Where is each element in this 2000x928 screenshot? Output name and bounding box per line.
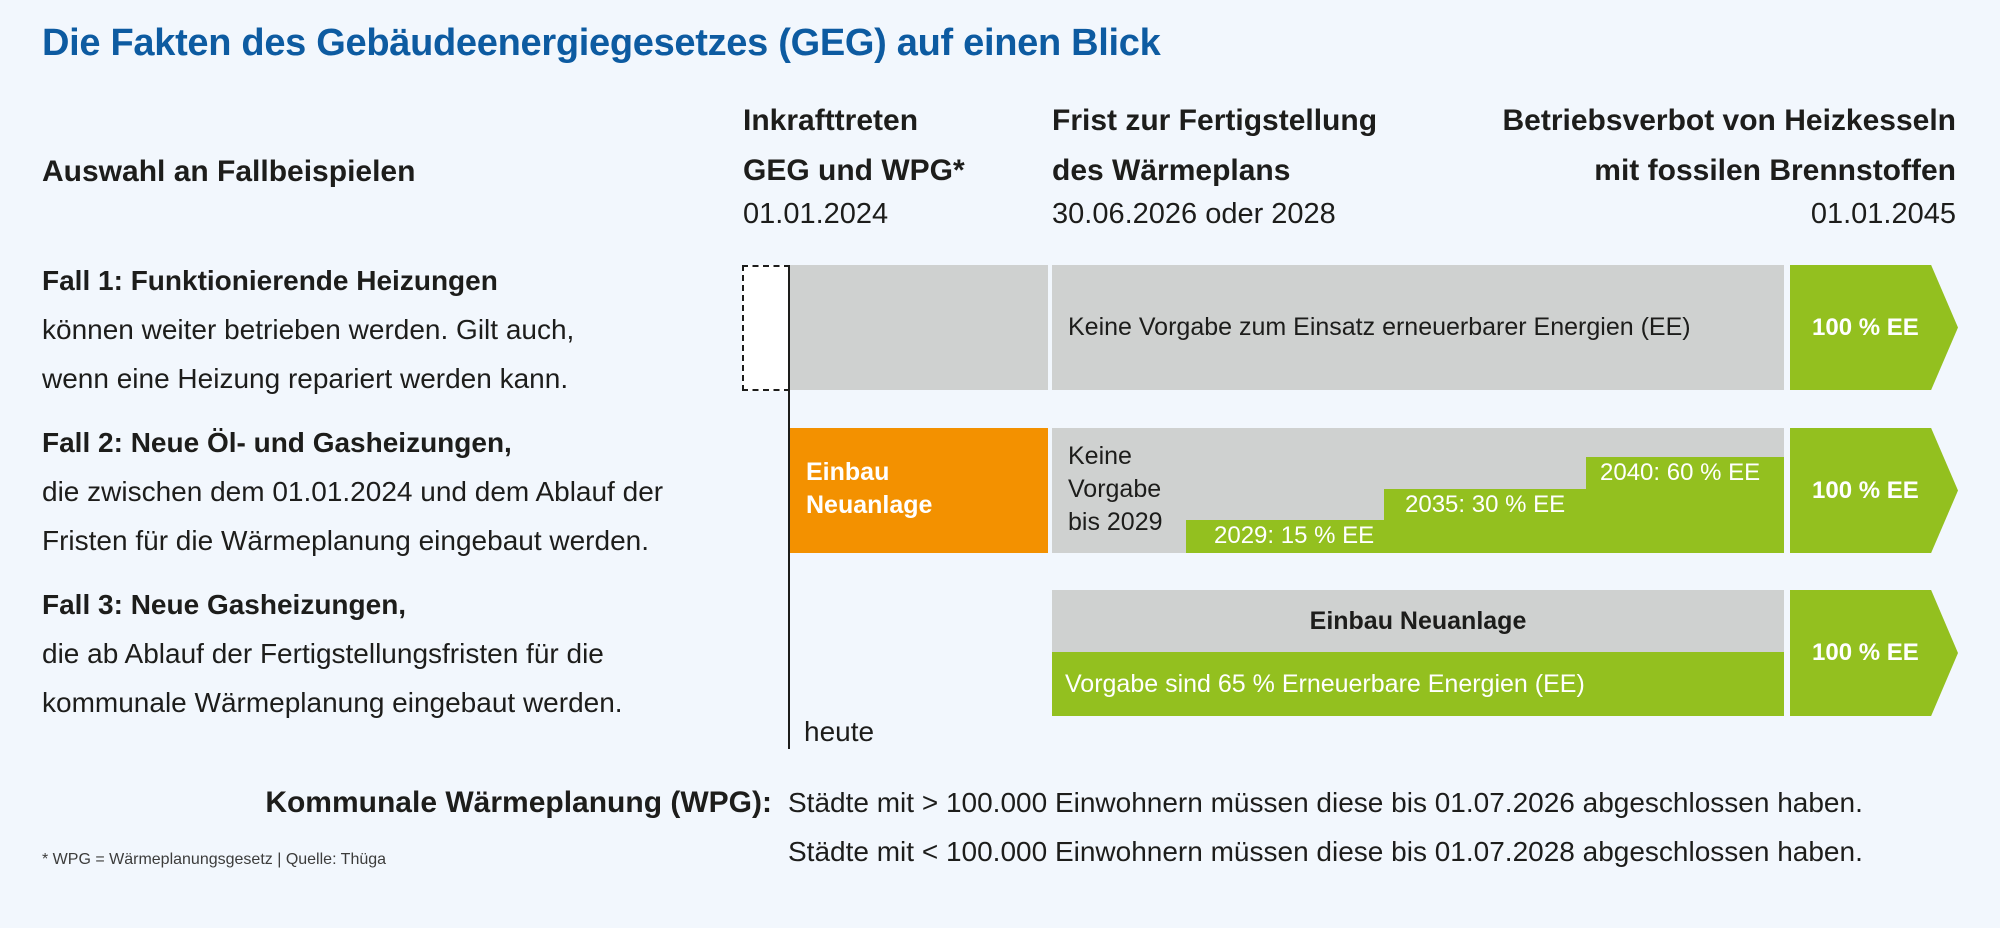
row1-gray-early: [790, 265, 1048, 390]
case-desc-line2: Fristen für die Wärmeplanung eingebaut w…: [42, 525, 650, 556]
row2-no-req-line2: Vorgabe: [1068, 475, 1162, 503]
case-title: Fall 3: Neue Gasheizungen,: [42, 589, 407, 620]
case-3: Fall 3: Neue Gasheizungen, die ab Ablauf…: [42, 580, 742, 727]
milestone-title-line1: Inkrafttreten: [743, 104, 919, 137]
today-label: heute: [804, 716, 875, 747]
wpg-label: Kommunale Wärmeplanung (WPG):: [265, 786, 772, 819]
row2-no-req-line1: Keine: [1068, 442, 1132, 470]
milestone-title-line2: GEG und WPG*: [743, 154, 965, 187]
case-desc-line1: können weiter betrieben werden. Gilt auc…: [42, 314, 575, 345]
row2-100ee-arrow: 100 % EE: [1790, 428, 1958, 553]
row3-install-bar: Einbau Neuanlage: [1052, 590, 1784, 652]
milestone-title-line2: mit fossilen Brennstoffen: [1594, 154, 1956, 187]
row1-no-requirement-text: Keine Vorgabe zum Einsatz erneuerbarer E…: [1068, 313, 1691, 341]
wpg-line-small-cities: Städte mit < 100.000 Einwohnern müssen d…: [788, 836, 1863, 867]
page-title: Die Fakten des Gebäudeenergiegesetzes (G…: [42, 22, 1161, 64]
row3-end-label: 100 % EE: [1812, 639, 1919, 666]
case-title: Fall 2: Neue Öl- und Gasheizungen,: [42, 427, 512, 458]
row2-install-bar: Einbau Neuanlage: [790, 428, 1048, 553]
existing-heating-marker: [742, 265, 790, 391]
wpg-line-large-cities: Städte mit > 100.000 Einwohnern müssen d…: [788, 787, 1863, 818]
row1-end-label: 100 % EE: [1812, 313, 1919, 341]
row2-end-label: 100 % EE: [1812, 476, 1919, 504]
case-desc-line2: kommunale Wärmeplanung eingebaut werden.: [42, 687, 623, 718]
case-2: Fall 2: Neue Öl- und Gasheizungen, die z…: [42, 418, 742, 565]
row2-step-2040-label: 2040: 60 % EE: [1600, 459, 1761, 486]
milestone-betriebsverbot: Betriebsverbot von Heizkesseln mit fossi…: [1502, 96, 1956, 231]
case-desc-line1: die zwischen dem 01.01.2024 und dem Abla…: [42, 476, 664, 507]
case-1: Fall 1: Funktionierende Heizungen können…: [42, 256, 742, 403]
milestone-date: 30.06.2026 oder 2028: [1052, 198, 1336, 230]
milestone-date: 01.01.2045: [1810, 198, 1956, 230]
milestone-inkrafttreten: Inkrafttreten GEG und WPG* 01.01.2024: [743, 96, 965, 231]
row2-no-requirement: Keine Vorgabe bis 2029: [1068, 440, 1163, 539]
milestone-title-line2: des Wärmeplans: [1052, 154, 1291, 187]
row3-install-text: Einbau Neuanlage: [1309, 606, 1527, 635]
row3-100ee-arrow: 100 % EE: [1790, 590, 1958, 716]
source-note: * WPG = Wärmeplanungsgesetz | Quelle: Th…: [42, 851, 387, 868]
case-desc-line1: die ab Ablauf der Fertigstellungsfristen…: [42, 638, 604, 669]
milestone-date: 01.01.2024: [743, 198, 889, 230]
row2-step-2029-label: 2029: 15 % EE: [1214, 522, 1375, 549]
milestone-frist: Frist zur Fertigstellung des Wärmeplans …: [1052, 96, 1377, 231]
case-title: Fall 1: Funktionierende Heizungen: [42, 265, 498, 296]
case-desc-line2: wenn eine Heizung repariert werden kann.: [42, 363, 569, 394]
row2-step-2035-label: 2035: 30 % EE: [1405, 491, 1566, 518]
today-line: [788, 265, 790, 749]
row1-100ee-arrow: 100 % EE: [1790, 265, 1958, 390]
milestone-title-line1: Betriebsverbot von Heizkesseln: [1502, 104, 1956, 137]
row2-no-req-line3: bis 2029: [1068, 508, 1163, 536]
cases-header: Auswahl an Fallbeispielen: [42, 155, 416, 188]
row3-requirement-bar: Vorgabe sind 65 % Erneuerbare Energien (…: [1052, 652, 1784, 716]
row2-step-2040: [1586, 457, 1784, 553]
row3-requirement-text: Vorgabe sind 65 % Erneuerbare Energien (…: [1065, 669, 1585, 698]
milestone-title-line1: Frist zur Fertigstellung: [1052, 104, 1378, 137]
row2-install-line1: Einbau: [806, 458, 890, 486]
row2-install-line2: Neuanlage: [806, 491, 933, 519]
row1-no-requirement-bar: Keine Vorgabe zum Einsatz erneuerbarer E…: [1052, 265, 1784, 390]
